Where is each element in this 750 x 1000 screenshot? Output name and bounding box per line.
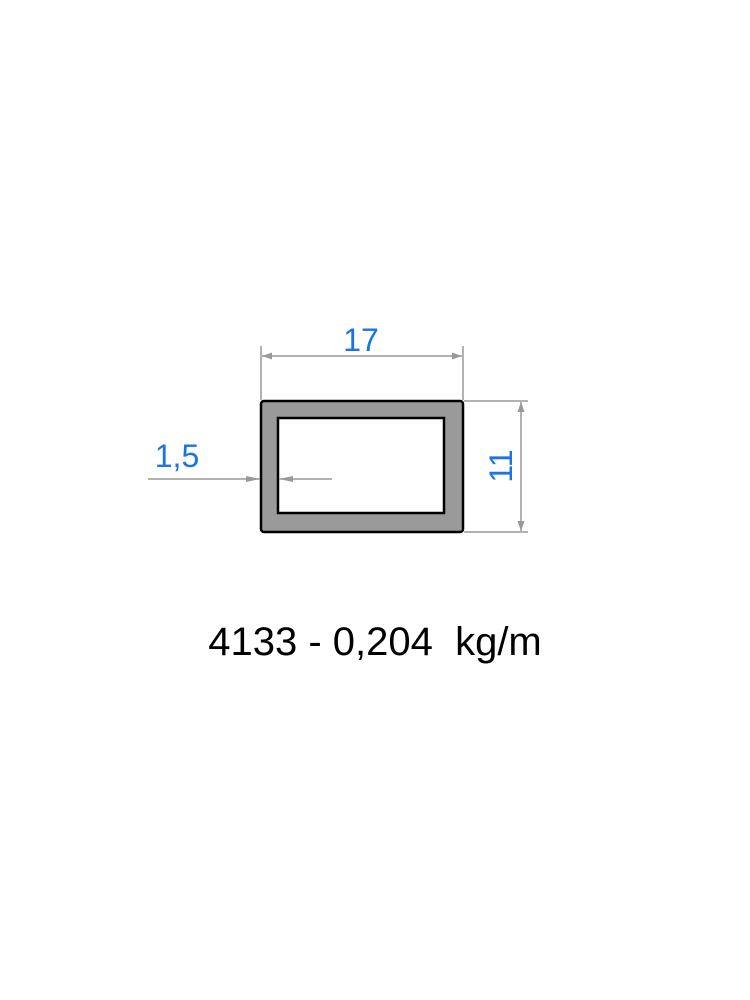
height-label: 11 <box>483 449 519 482</box>
wall-thickness-label: 1,5 <box>155 438 199 474</box>
height-dimension: 11 <box>464 400 528 533</box>
profile-caption: 4133 - 0,204 kg/m <box>208 620 542 664</box>
tube-inner-hollow <box>276 416 446 515</box>
width-label: 17 <box>343 322 379 358</box>
wall-thickness-dimension: 1,5 <box>148 438 332 482</box>
tube-profile <box>259 399 465 534</box>
width-dimension: 17 <box>260 322 464 400</box>
